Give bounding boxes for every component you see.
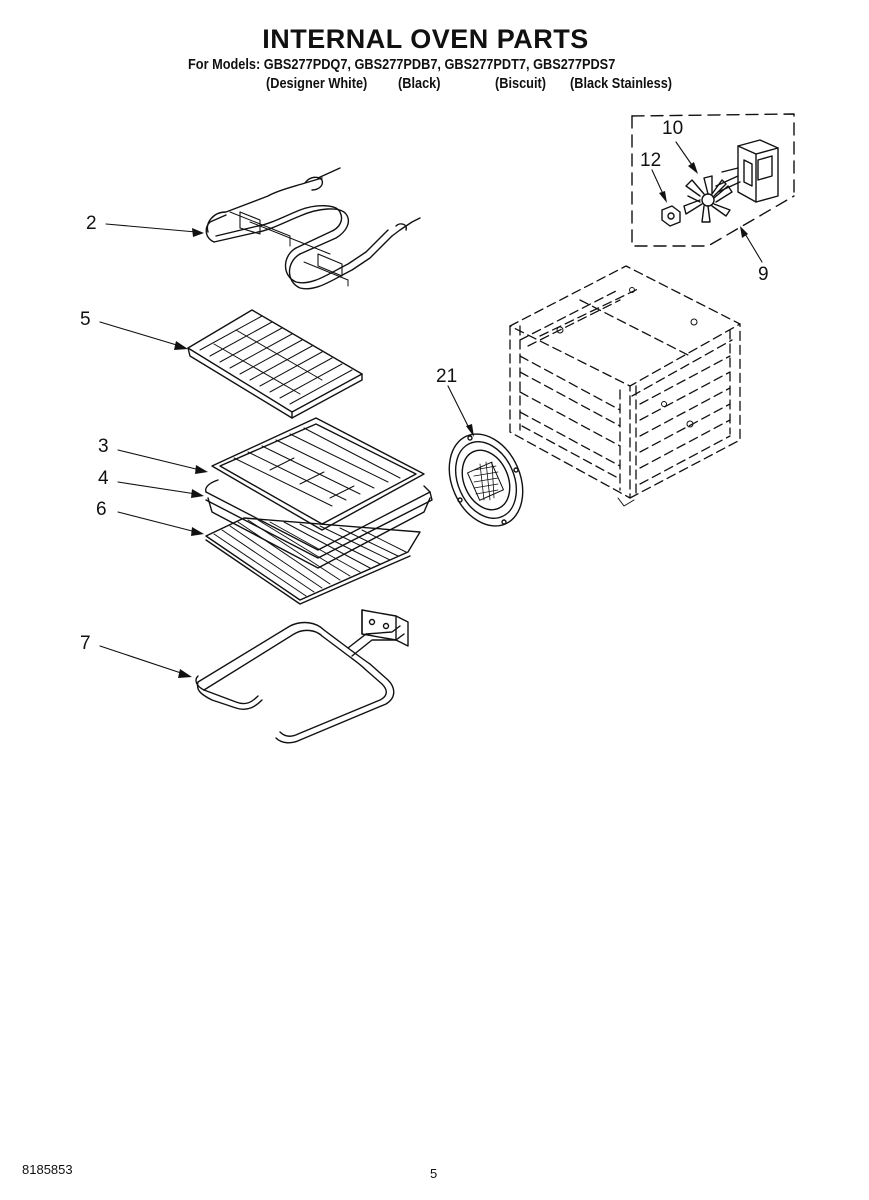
callout-6: 6: [96, 499, 107, 520]
page-title: INTERNAL OVEN PARTS: [262, 24, 589, 54]
callout-7: 7: [80, 633, 91, 654]
callout-5: 5: [80, 309, 91, 330]
fan-cover-part-21: [448, 433, 524, 527]
callout-9: 9: [758, 264, 769, 285]
broiler-grid-part-3: [211, 417, 425, 531]
callout-arrowheads: [174, 162, 748, 678]
page-number: 5: [430, 1166, 438, 1181]
models-line: For Models: GBS277PDQ7, GBS277PDB7, GBS2…: [188, 56, 616, 73]
oven-rack-part-6: [205, 517, 421, 605]
callout-10: 10: [662, 118, 684, 139]
broil-shield-part-5: [187, 309, 363, 419]
callout-4: 4: [98, 468, 109, 489]
variant-biscuit: (Biscuit): [495, 75, 546, 92]
variant-designer-white: (Designer White): [266, 75, 368, 92]
fan-nut-part-12: [661, 205, 681, 227]
fan-blade-part-10: [683, 175, 733, 223]
variant-black: (Black): [398, 75, 441, 92]
callout-2: 2: [86, 213, 97, 234]
bake-element-part-7: [195, 609, 409, 744]
callout-12: 12: [640, 150, 662, 171]
fan-motor-part-9: [715, 139, 779, 203]
variant-black-stainless: (Black Stainless): [570, 75, 673, 92]
oven-cavity-outline: [509, 265, 741, 499]
convection-fan-assembly-box: [631, 113, 795, 247]
callout-3: 3: [98, 436, 109, 457]
broil-element-part-2: [205, 167, 421, 290]
document-number: 8185853: [22, 1162, 73, 1177]
callout-21: 21: [436, 366, 458, 387]
oven-cavity-details: [556, 287, 698, 507]
callout-leaders: [99, 141, 763, 675]
